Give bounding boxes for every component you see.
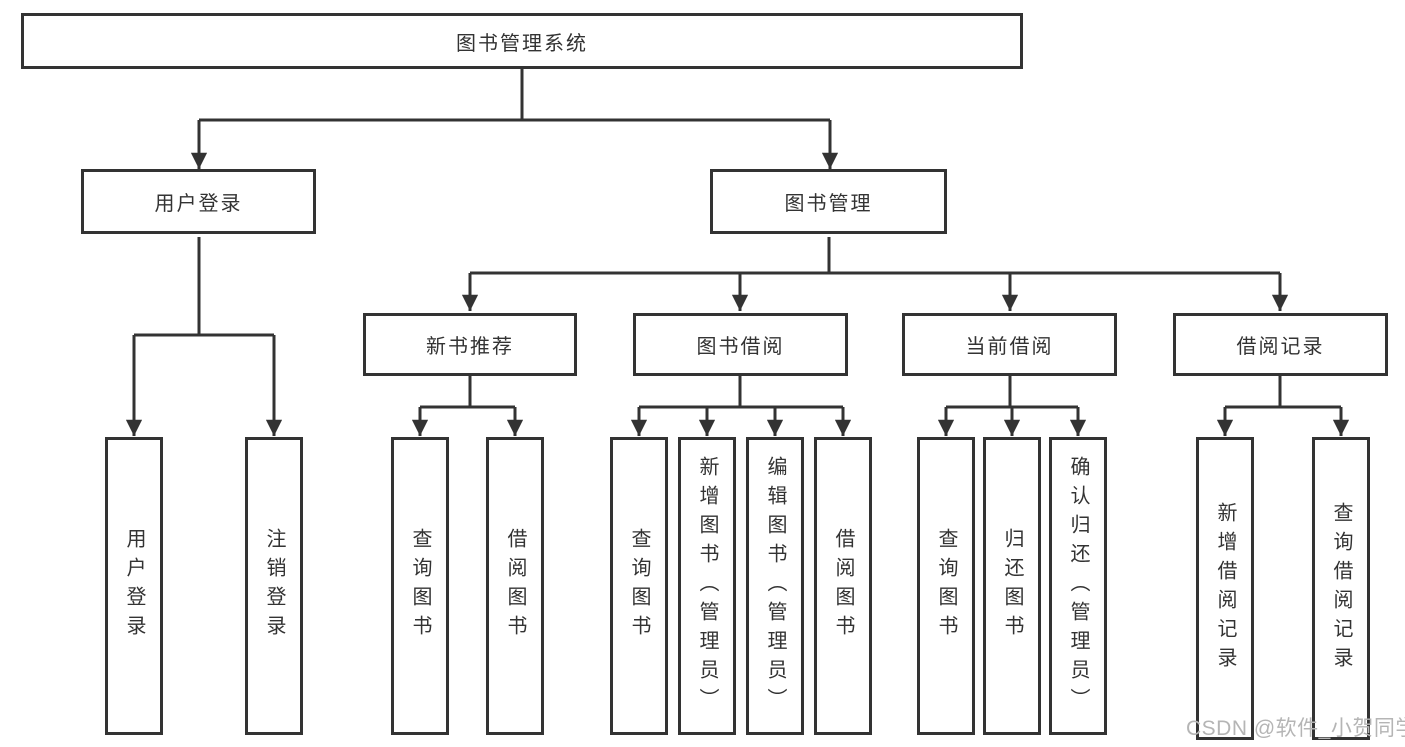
leaf-query-borrow-record: 查询借阅记录 [1312, 437, 1370, 740]
node-borrow-records: 借阅记录 [1173, 313, 1388, 376]
node-new-book-recommend-label: 新书推荐 [426, 336, 514, 358]
leaf-user-login-label: 用户登录 [123, 528, 145, 644]
leaf-add-book-admin-label: 新增图书（管理员） [696, 455, 718, 717]
leaf-borrow-books-2: 借阅图书 [814, 437, 872, 735]
leaf-edit-book-admin: 编辑图书（管理员） [746, 437, 804, 735]
node-current-borrowing: 当前借阅 [902, 313, 1117, 376]
leaf-return-book-label: 归还图书 [1001, 528, 1023, 644]
leaf-logout-label: 注销登录 [263, 528, 285, 644]
leaf-add-borrow-record: 新增借阅记录 [1196, 437, 1254, 740]
node-borrow-records-label: 借阅记录 [1236, 336, 1325, 358]
leaf-confirm-return-admin: 确认归还（管理员） [1049, 437, 1107, 735]
leaf-logout: 注销登录 [245, 437, 303, 735]
node-book-management-label: 图书管理 [784, 193, 873, 215]
node-book-borrowing: 图书借阅 [633, 313, 848, 376]
leaf-query-books-1: 查询图书 [391, 437, 449, 735]
leaf-return-book: 归还图书 [983, 437, 1041, 735]
node-book-management: 图书管理 [710, 169, 947, 234]
node-root-label: 图书管理系统 [456, 32, 588, 55]
leaf-edit-book-admin-label: 编辑图书（管理员） [764, 455, 786, 717]
node-book-borrowing-label: 图书借阅 [696, 336, 785, 358]
node-user-login-branch-label: 用户登录 [154, 193, 243, 215]
csdn-watermark: CSDN @软件_小贺同学 [1186, 717, 1405, 740]
leaf-query-books-2: 查询图书 [610, 437, 668, 735]
leaf-query-borrow-record-label: 查询借阅记录 [1330, 501, 1352, 676]
leaf-query-books-2-label: 查询图书 [628, 528, 650, 644]
leaf-confirm-return-admin-label: 确认归还（管理员） [1067, 455, 1089, 717]
leaf-add-borrow-record-label: 新增借阅记录 [1214, 501, 1236, 676]
leaf-query-books-3-label: 查询图书 [935, 528, 957, 644]
node-new-book-recommend: 新书推荐 [363, 313, 577, 376]
leaf-borrow-books-1-label: 借阅图书 [504, 528, 526, 644]
node-user-login-branch: 用户登录 [81, 169, 316, 234]
leaf-add-book-admin: 新增图书（管理员） [678, 437, 736, 735]
leaf-user-login: 用户登录 [105, 437, 163, 735]
leaf-borrow-books-1: 借阅图书 [486, 437, 544, 735]
leaf-borrow-books-2-label: 借阅图书 [832, 528, 854, 644]
node-current-borrowing-label: 当前借阅 [965, 336, 1054, 358]
node-root: 图书管理系统 [21, 13, 1023, 69]
leaf-query-books-3: 查询图书 [917, 437, 975, 735]
leaf-query-books-1-label: 查询图书 [409, 528, 431, 644]
